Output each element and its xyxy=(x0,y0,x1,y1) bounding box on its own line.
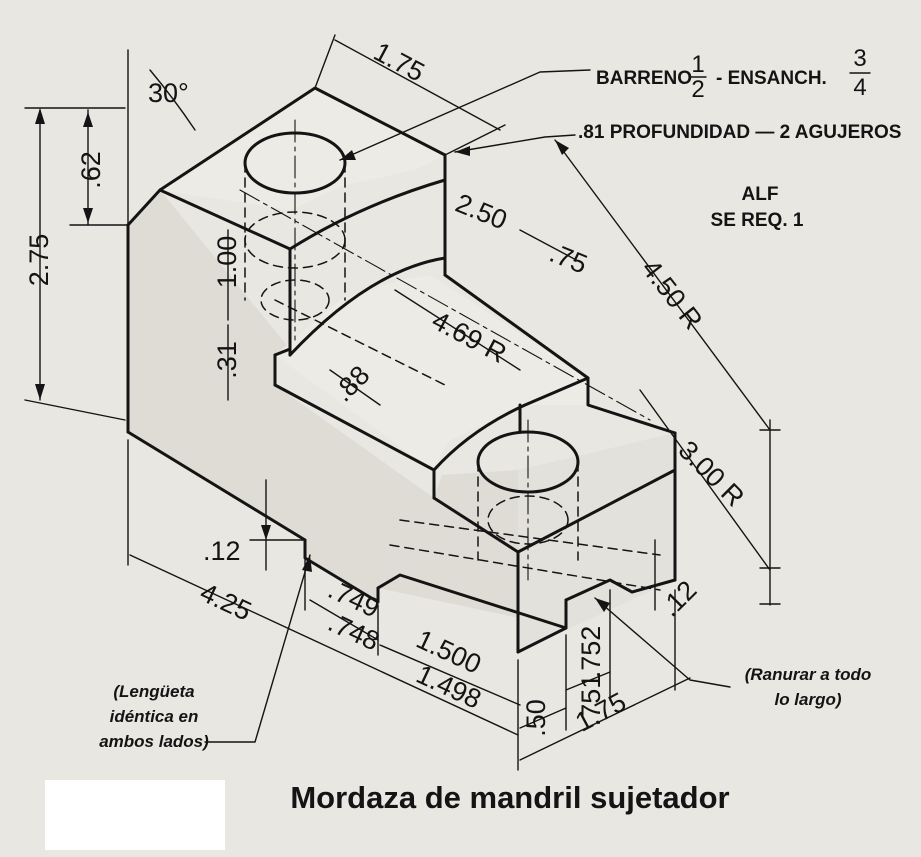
dimline-3-00R xyxy=(639,389,771,571)
arrow xyxy=(35,108,45,124)
dimline-88 xyxy=(329,369,381,406)
dim-751: .751 xyxy=(576,674,606,727)
slot-right xyxy=(564,578,677,602)
center-long xyxy=(239,189,651,421)
dimline-1-500 xyxy=(379,644,521,706)
dim-4-50R: 4.50 R xyxy=(636,254,709,335)
dim-752: .752 xyxy=(576,626,606,679)
dimline-50 xyxy=(519,707,567,729)
edge-bottom-front xyxy=(516,626,568,654)
frac-half-num: 1 xyxy=(691,51,704,78)
tongue-left xyxy=(303,538,380,604)
dim-50: .50 xyxy=(521,699,551,737)
dim-2-75: 2.75 xyxy=(24,234,54,287)
arrow xyxy=(595,598,610,612)
arc-upper-top-front xyxy=(288,178,447,251)
note-lengueta-2: idéntica en xyxy=(110,707,199,726)
frac-half-den: 2 xyxy=(691,76,704,103)
arrow xyxy=(340,150,356,160)
hidden-slot-2 xyxy=(389,544,661,591)
note-ranurar-2: lo largo) xyxy=(774,690,841,709)
ext-1-75-top-l xyxy=(314,34,336,89)
note-barreno: BARRENO xyxy=(596,68,692,89)
frac-q-den: 4 xyxy=(853,74,866,101)
edge-ledge-left xyxy=(273,347,292,357)
edge-bottom-left xyxy=(126,430,307,542)
tongue-bottom xyxy=(376,573,568,630)
dim-62: .62 xyxy=(76,151,106,189)
hidden-ledge xyxy=(274,299,446,386)
dim-1-00: 1.00 xyxy=(212,236,242,289)
leader-barreno xyxy=(339,69,591,161)
notes: BARRENO 1 2 - ENSANCH. 3 4 .81 PROFUNDID… xyxy=(99,45,901,751)
ext-2-75-bot xyxy=(24,399,126,421)
frac-q-num: 3 xyxy=(853,45,866,72)
note-lengueta-3: ambos lados) xyxy=(99,732,209,751)
white-patch xyxy=(45,780,225,850)
arrow xyxy=(261,525,271,540)
edge-boss-top xyxy=(432,376,677,472)
ext-1-75-top-r xyxy=(444,124,506,156)
note-se-req: SE REQ. 1 xyxy=(711,210,804,231)
edge-ledge-bottom xyxy=(273,383,436,472)
leader-profundidad xyxy=(454,134,576,153)
arc-30 xyxy=(149,69,196,131)
note-profundidad: .81 PROFUNDIDAD — 2 AGUJEROS xyxy=(578,122,901,143)
right-ticks xyxy=(759,429,781,605)
edge-top-back xyxy=(126,86,447,227)
edge-ledge-back xyxy=(443,273,590,380)
center-lines xyxy=(239,119,651,581)
edge-top-front xyxy=(158,188,292,251)
note-lengueta-1: (Lengüeta xyxy=(113,682,194,701)
arrow xyxy=(302,555,312,572)
drawing-title: Mordaza de mandril sujetador xyxy=(290,780,729,815)
arrow xyxy=(83,112,93,127)
dimline-75 xyxy=(519,229,581,263)
dim-3-00R: 3.00 R xyxy=(673,435,750,512)
hidden-slot-1 xyxy=(399,519,661,556)
dim-1-75-top: 1.75 xyxy=(369,36,429,87)
dimline-752 xyxy=(565,671,611,691)
dim-75: .75 xyxy=(545,238,591,280)
dimline-4-25 xyxy=(129,554,519,736)
leader-lengueta xyxy=(204,554,311,743)
front-face xyxy=(128,190,566,652)
arrow xyxy=(35,384,45,400)
arrow xyxy=(83,208,93,223)
dim-31: .31 xyxy=(212,341,242,379)
dim-12-left: .12 xyxy=(203,536,241,566)
part-outline xyxy=(126,86,677,654)
leader-ranurar xyxy=(594,597,731,688)
dim-30deg: 30° xyxy=(148,78,189,108)
dimline-1-75-top xyxy=(334,39,501,131)
dim-2-50: 2.50 xyxy=(451,188,511,236)
dimline-4-50R xyxy=(554,139,771,431)
edge-boss-right-top xyxy=(516,468,677,554)
note-alf: ALF xyxy=(742,184,779,205)
note-ensanch: - ENSANCH. xyxy=(716,68,827,89)
dimline-4-69R xyxy=(394,289,521,371)
arrow xyxy=(555,140,569,155)
edge-boss-front xyxy=(432,496,520,554)
note-ranurar-1: (Ranurar a todo xyxy=(745,665,872,684)
arrow xyxy=(455,146,470,156)
ledge-face xyxy=(275,275,588,470)
dimline-749 xyxy=(309,599,379,641)
dim-4-25: 4.25 xyxy=(196,577,256,626)
part-faces xyxy=(128,88,675,652)
dimline-1-75-bot xyxy=(519,677,691,761)
arc-upper-front xyxy=(288,153,447,357)
dimension-lines xyxy=(24,34,781,771)
